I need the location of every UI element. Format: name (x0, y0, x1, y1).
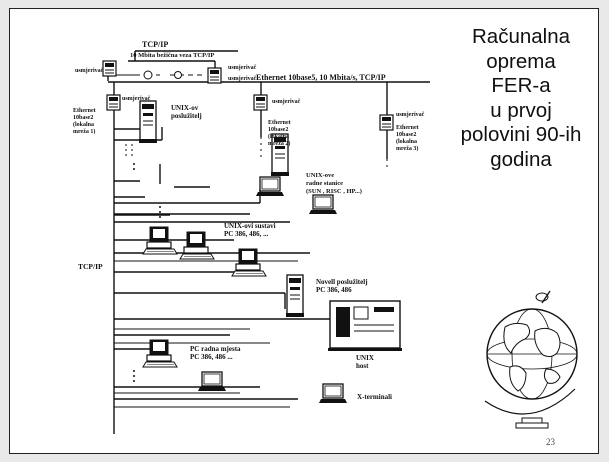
router-icon (253, 94, 268, 111)
router-a-label: usmjerivač (122, 96, 151, 102)
server-tower-icon (138, 100, 158, 144)
svg-text:PC 386, 486 ...: PC 386, 486 ... (190, 353, 233, 361)
svg-text:radne stanice: radne stanice (306, 180, 343, 187)
svg-text:mreža 1): mreža 1) (73, 128, 95, 135)
svg-text:Ethernet: Ethernet (268, 120, 291, 126)
globe-icon (484, 290, 578, 429)
unix-server-label: UNIX-ov poslužitelj (171, 104, 202, 120)
svg-text:UNIX-ovi sustavi: UNIX-ovi sustavi (224, 222, 276, 230)
router-icon (207, 67, 222, 84)
svg-text:(lokalna: (lokalna (396, 138, 417, 145)
novell-label: Novell poslužitelj PC 386, 486 (316, 278, 368, 294)
svg-text:poslužitelj: poslužitelj (171, 112, 202, 120)
svg-text:10base2: 10base2 (268, 127, 288, 133)
router-right-label: usmjerivač (228, 76, 257, 82)
workstation-icon (308, 194, 338, 215)
mainframe-icon (328, 300, 402, 351)
slide: TCP/IP 10 Mbita bežična veza TCP/IP usmj… (9, 8, 599, 454)
unix-pc-label: UNIX-ovi sustavi PC 386, 486, ... (224, 222, 276, 238)
svg-text:(lokalna: (lokalna (268, 133, 289, 140)
net1-label: Ethernet 10base2 (lokalna mreža 1) (73, 108, 96, 135)
router-icon (379, 114, 394, 131)
title-line: oprema (486, 49, 556, 73)
svg-text:10base2: 10base2 (73, 115, 93, 121)
svg-text:UNIX-ov: UNIX-ov (171, 104, 199, 112)
svg-text:Novell poslužitelj: Novell poslužitelj (316, 278, 368, 286)
svg-text:(lokalna: (lokalna (73, 121, 94, 128)
svg-text:PC 386, 486: PC 386, 486 (316, 286, 352, 294)
router-icon (102, 60, 117, 77)
server-tower-icon (285, 274, 305, 318)
workstation-icon (255, 176, 285, 197)
router-c-label: usmjerivač (396, 112, 425, 118)
devices (138, 100, 402, 404)
desktop-pc-icon (142, 339, 178, 368)
net3-label: Ethernet 10base2 (lokalna mreža 3) (396, 125, 419, 152)
svg-text:(SUN , RISC , HP...): (SUN , RISC , HP...) (306, 188, 362, 195)
svg-text:UNIX-ove: UNIX-ove (306, 172, 334, 179)
svg-text:PC 386, 486, ...: PC 386, 486, ... (224, 230, 269, 238)
title-line: FER-a (491, 74, 551, 97)
serial-link-label: 10 Mbita bežična veza TCP/IP (130, 52, 214, 59)
svg-text:host: host (356, 362, 369, 370)
tcpip-mid-label: TCP/IP (78, 262, 103, 271)
unix-host-label: UNIX host (356, 354, 374, 370)
title-line: godina (490, 147, 552, 171)
router-icon (106, 94, 121, 111)
xterminal-label: X-terminali (357, 393, 392, 401)
backbone-label: Ethernet 10base5, 10 Mbita/s, TCP/IP (256, 73, 386, 82)
diagram-labels: TCP/IP 10 Mbita bežična veza TCP/IP usmj… (73, 40, 425, 401)
title-line: u prvoj (490, 98, 552, 122)
unix-workstations-label: UNIX-ove radne stanice (SUN , RISC , HP.… (306, 172, 362, 195)
dots (133, 163, 161, 382)
svg-text:PC radna mjesta: PC radna mjesta (190, 345, 241, 353)
slide-title: Računalna oprema FER-a u prvoj polovini … (446, 25, 596, 172)
router-b-label: usmjerivač (272, 99, 301, 105)
network-diagram: TCP/IP 10 Mbita bežična veza TCP/IP usmj… (73, 40, 578, 434)
workstation-icon (318, 383, 348, 404)
page-number: 23 (546, 437, 555, 447)
svg-text:Ethernet: Ethernet (73, 108, 96, 114)
svg-text:UNIX: UNIX (356, 354, 374, 362)
title-line: Računalna (471, 25, 570, 48)
svg-text:Ethernet: Ethernet (396, 125, 419, 131)
pc-workplaces-label: PC radna mjesta PC 386, 486 ... (190, 345, 241, 361)
title-line: polovini 90-ih (460, 123, 582, 146)
tcpip-top-label: TCP/IP (142, 40, 168, 49)
router-left-label: usmjerivač (75, 68, 104, 74)
desktop-pc-icon (179, 231, 215, 260)
svg-text:mreža 2): mreža 2) (268, 140, 290, 147)
router-top-label: usmjerivač (228, 65, 257, 71)
svg-text:mreža 3): mreža 3) (396, 145, 418, 152)
svg-text:10base2: 10base2 (396, 132, 416, 138)
workstation-icon (197, 371, 227, 392)
net2-label: Ethernet 10base2 (lokalna mreža 2) (268, 120, 291, 147)
